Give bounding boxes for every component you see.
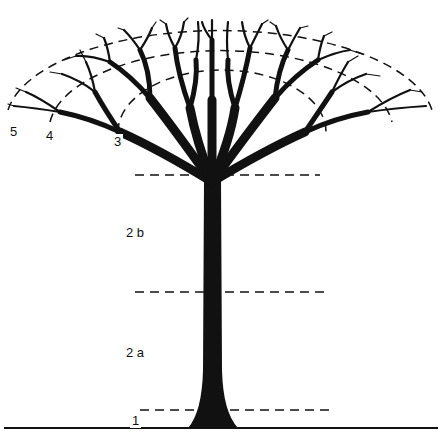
zone-number: 5 [8, 124, 19, 139]
branches [8, 18, 426, 182]
zone-number: 3 [112, 134, 123, 149]
zone-number: 2 b [124, 225, 146, 240]
zone-number: 1 [130, 413, 141, 428]
zone-number: 2 a [124, 345, 146, 360]
zone-number: 4 [44, 128, 55, 143]
trunk [188, 180, 238, 428]
